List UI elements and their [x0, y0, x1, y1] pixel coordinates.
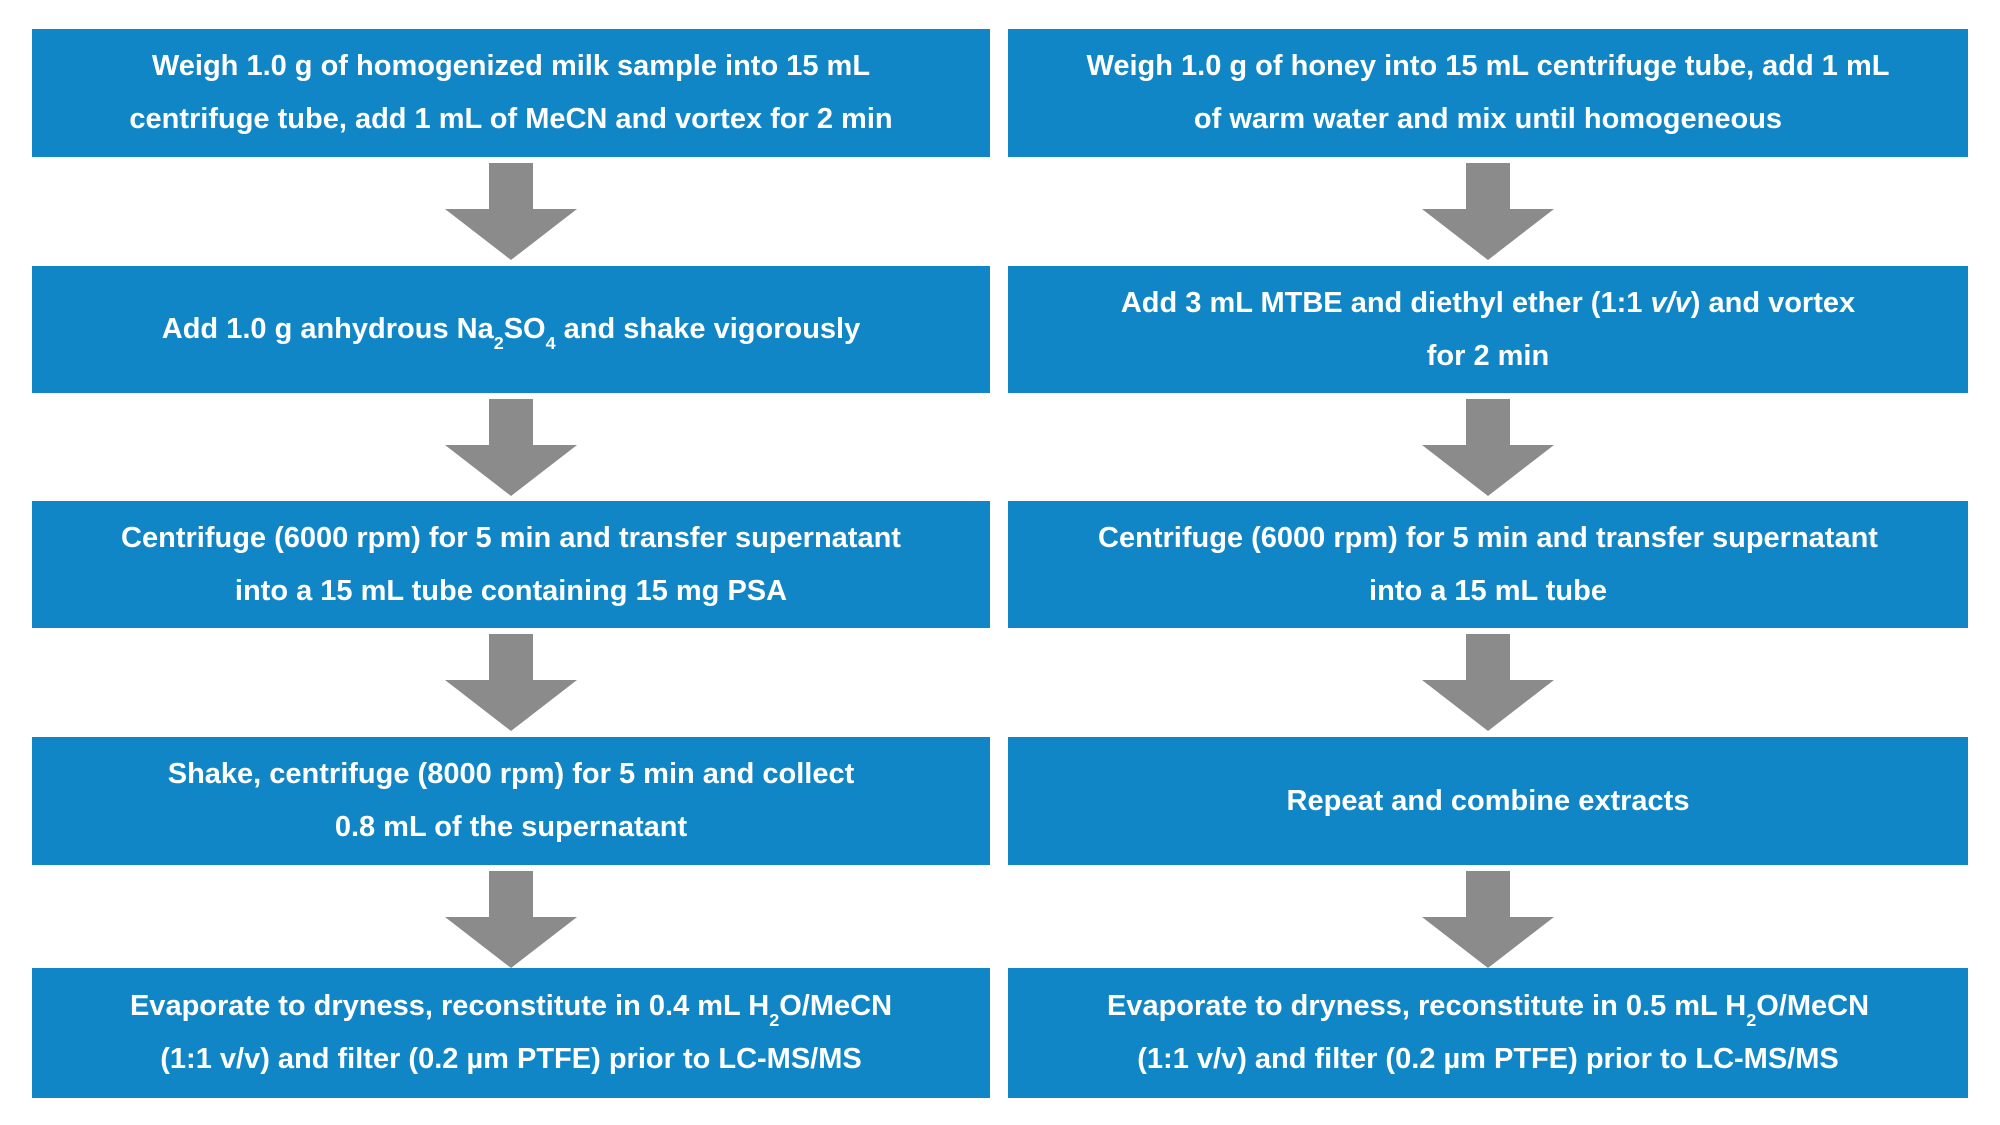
down-arrow-icon [445, 163, 577, 260]
down-arrow-icon [445, 634, 577, 731]
down-arrow-icon [445, 399, 577, 496]
down-arrow-icon [1422, 399, 1554, 496]
step-box-milk-centrifuge: Centrifuge (6000 rpm) for 5 min and tran… [32, 501, 990, 628]
down-arrow-icon [1422, 634, 1554, 731]
down-arrow-icon [1422, 163, 1554, 260]
down-arrow-icon [1422, 871, 1554, 968]
step-box-honey-repeat-combine: Repeat and combine extracts [1008, 737, 1968, 865]
step-box-honey-weigh: Weigh 1.0 g of honey into 15 mL centrifu… [1008, 29, 1968, 157]
step-box-milk-add-sodium-sulfate: Add 1.0 g anhydrous Na2SO4 and shake vig… [32, 266, 990, 393]
step-box-honey-add-mtbe: Add 3 mL MTBE and diethyl ether (1:1 v/v… [1008, 266, 1968, 393]
step-box-milk-shake-collect: Shake, centrifuge (8000 rpm) for 5 min a… [32, 737, 990, 865]
step-box-honey-evaporate: Evaporate to dryness, reconstitute in 0.… [1008, 968, 1968, 1098]
step-box-honey-centrifuge: Centrifuge (6000 rpm) for 5 min and tran… [1008, 501, 1968, 628]
step-box-milk-evaporate: Evaporate to dryness, reconstitute in 0.… [32, 968, 990, 1098]
step-box-milk-weigh: Weigh 1.0 g of homogenized milk sample i… [32, 29, 990, 157]
down-arrow-icon [445, 871, 577, 968]
